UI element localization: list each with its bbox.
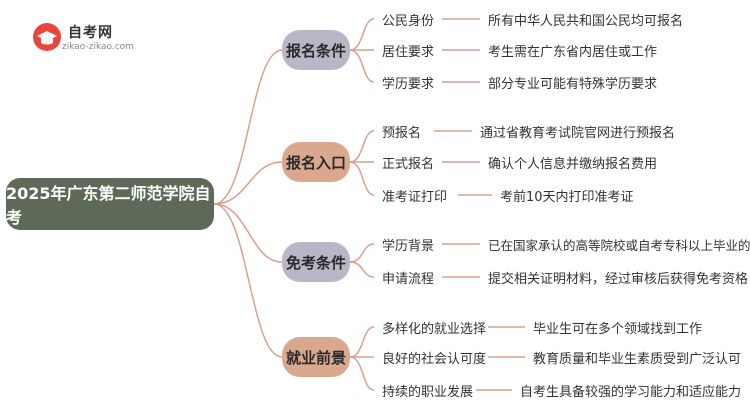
item-label: 准考证打印	[382, 190, 448, 205]
item-label: 正式报名	[382, 157, 435, 172]
logo-url: zikao-zikao.com	[62, 42, 134, 52]
item-label: 学历要求	[382, 77, 435, 92]
item-label: 多样化的就业选择	[382, 322, 487, 337]
item-value: 提交相关证明材料，经过审核后获得免考资格	[488, 272, 749, 287]
item-value: 通过省教育考试院官网进行预报名	[480, 126, 676, 141]
item-value: 所有中华人民共和国公民均可报名	[488, 14, 684, 29]
item-value: 部分专业可能有特殊学历要求	[488, 77, 658, 92]
item-label: 预报名	[382, 126, 422, 141]
item-value: 已在国家承认的高等院校或自考专科以上毕业的考生	[488, 238, 750, 253]
category-node-registration-conditions: 报名条件	[282, 30, 350, 70]
category-node-registration-portal: 报名入口	[282, 142, 350, 182]
item-label: 公民身份	[382, 14, 435, 29]
item-value: 毕业生可在多个领域找到工作	[533, 322, 703, 337]
item-label: 学历背景	[382, 239, 435, 254]
item-label: 良好的社会认可度	[382, 352, 487, 367]
item-label: 居住要求	[382, 45, 435, 60]
root-node: 2025年广东第二师范学院自考	[6, 178, 214, 230]
item-label: 申请流程	[382, 272, 435, 287]
graduation-cap-icon	[33, 23, 61, 51]
item-label: 持续的职业发展	[382, 385, 474, 400]
category-node-exemption-conditions: 免考条件	[282, 242, 350, 282]
item-value: 教育质量和毕业生素质受到广泛认可	[533, 352, 742, 367]
category-node-career-prospects: 就业前景	[282, 337, 350, 377]
logo-title: 自考网	[68, 25, 113, 41]
item-value: 自考生具备较强的学习能力和适应能力	[520, 385, 742, 400]
site-logo[interactable]: 自考网 zikao-zikao.com	[32, 18, 172, 58]
item-value: 考生需在广东省内居住或工作	[488, 45, 658, 60]
item-value: 确认个人信息并缴纳报名费用	[488, 157, 658, 172]
item-value: 考前10天内打印准考证	[500, 190, 634, 205]
